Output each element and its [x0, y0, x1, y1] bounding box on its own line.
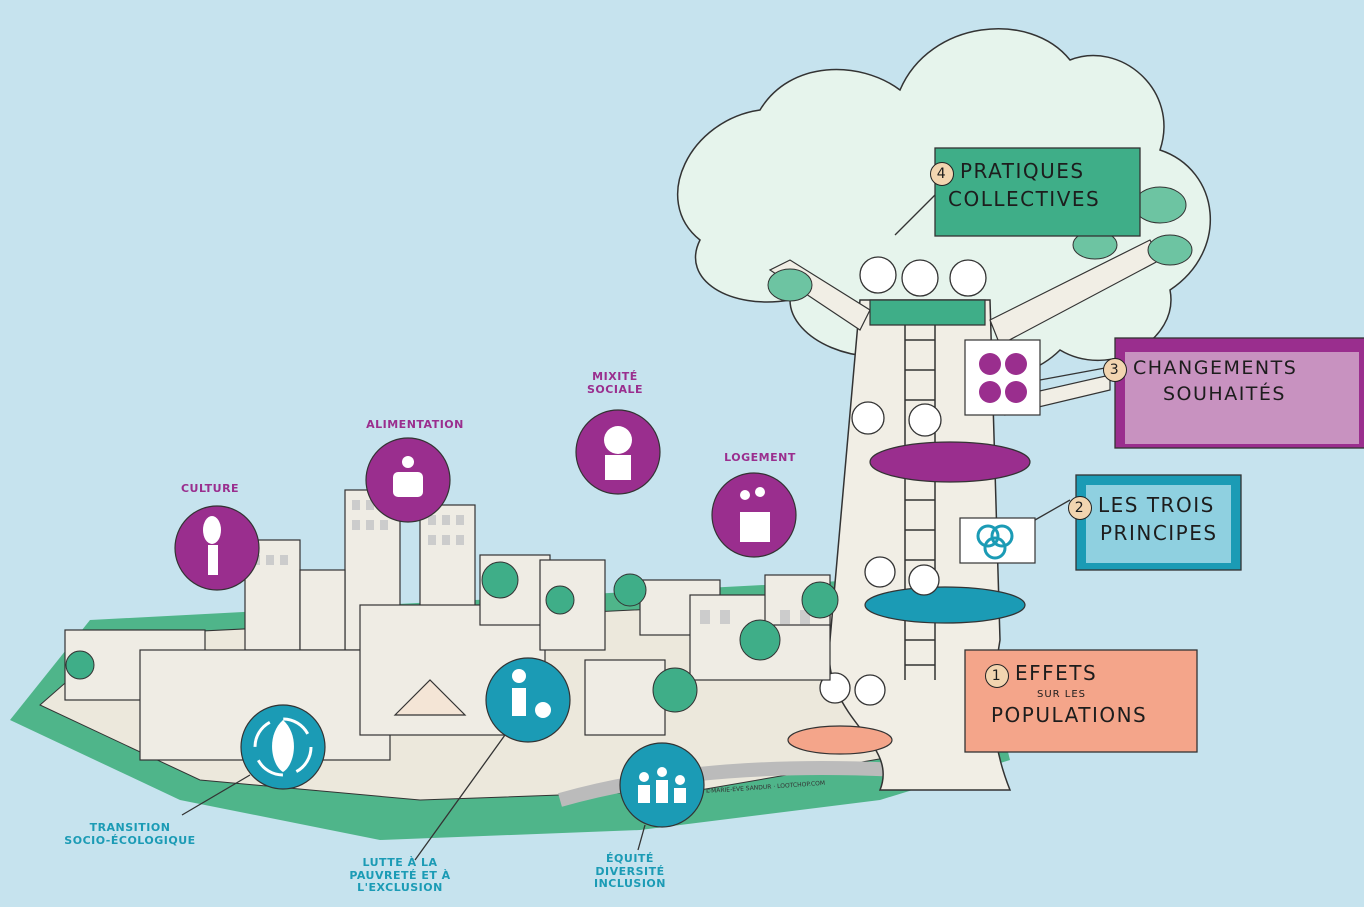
- foliage-clusters: [767, 186, 1193, 302]
- platform-green: [869, 299, 986, 326]
- sign-changements-inner: [1125, 352, 1359, 444]
- sign-changements: 3 CHANGEMENTS SOUHAITÉS: [1103, 356, 1353, 408]
- sign-pratiques-num: 4: [930, 162, 954, 186]
- gazebo-roof: [393, 679, 467, 716]
- leader-lines: [181, 194, 1106, 861]
- sign-pratiques-line1: PRATIQUES: [960, 159, 1085, 183]
- sign-pratiques-line2: COLLECTIVES: [948, 187, 1101, 211]
- label-transition-line2: SOCIO-ÉCOLOGIQUE: [64, 833, 196, 847]
- label-lutte-line2: PAUVRETÉ ET À: [349, 868, 451, 882]
- platform-purple: [869, 441, 1031, 483]
- theme-circle-lutte: [485, 657, 571, 743]
- label-culture: CULTURE: [180, 482, 240, 495]
- platform-salmon: [787, 725, 893, 755]
- three-circles-icon: [976, 524, 1014, 560]
- sign-changements-num: 3: [1103, 358, 1127, 382]
- theme-circle-mixite: [575, 409, 661, 495]
- label-mixite: MIXITÉ SOCIALE: [570, 370, 660, 396]
- label-mixite-line1: MIXITÉ: [592, 370, 638, 383]
- sign-changements-line2: SOUHAITÉS: [1163, 383, 1286, 405]
- label-lutte-line3: L'EXCLUSION: [357, 881, 443, 895]
- sign-effets-line2: POPULATIONS: [991, 702, 1148, 727]
- theme-circle-equite: [619, 742, 705, 828]
- label-lutte: LUTTE À LA PAUVRETÉ ET À L'EXCLUSION: [335, 856, 465, 895]
- label-lutte-line1: LUTTE À LA: [362, 856, 438, 869]
- label-equite-line2: DIVERSITÉ: [595, 864, 665, 878]
- label-equite-line3: INCLUSION: [594, 877, 666, 891]
- theme-circle-logement: [711, 472, 797, 558]
- sign-principes-line1: LES TROIS: [1098, 493, 1215, 517]
- flag-four-dots: [964, 339, 1041, 416]
- label-mixite-line2: SOCIALE: [587, 382, 643, 396]
- path-curve: [558, 761, 901, 807]
- sign-principes-inner: [1086, 485, 1231, 563]
- four-dots-icon: [979, 353, 1027, 403]
- sign-effets-small: SUR LES: [1037, 689, 1087, 700]
- label-transition-line1: TRANSITION: [89, 821, 171, 834]
- sign-changements-line1: CHANGEMENTS: [1133, 357, 1298, 379]
- sign-pratiques-bg: [934, 147, 1141, 237]
- theme-circle-culture: [174, 505, 260, 591]
- label-equite: ÉQUITÉ DIVERSITÉ INCLUSION: [580, 852, 680, 891]
- label-transition: TRANSITION SOCIO-ÉCOLOGIQUE: [50, 821, 210, 847]
- label-logement: LOGEMENT: [724, 451, 796, 464]
- sign-effets-num: 1: [985, 664, 1009, 688]
- theme-circle-transition: [240, 704, 326, 790]
- theme-circle-alimentation: [365, 437, 451, 523]
- sign-effets-line1: EFFETS: [1015, 661, 1098, 685]
- label-alimentation: ALIMENTATION: [366, 418, 464, 431]
- label-equite-line1: ÉQUITÉ: [606, 852, 654, 865]
- platform-teal: [864, 586, 1026, 624]
- sign-principes-num: 2: [1068, 496, 1092, 520]
- sign-principes-line2: PRINCIPES: [1100, 521, 1218, 545]
- small-trees: [65, 561, 839, 713]
